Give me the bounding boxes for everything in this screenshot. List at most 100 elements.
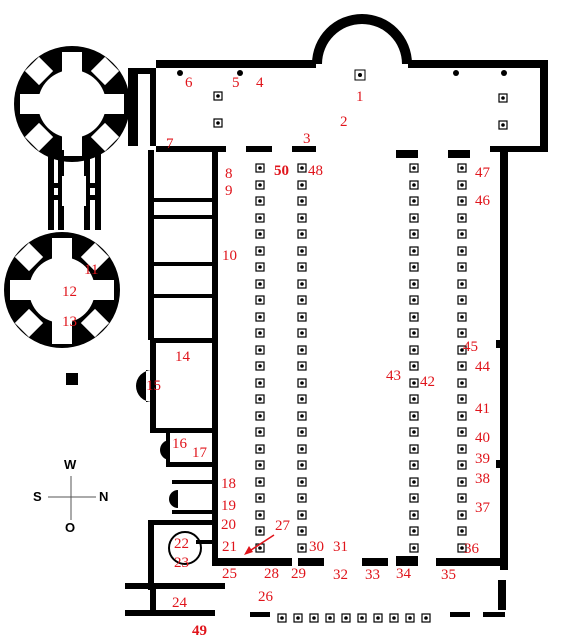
label-18: 18 bbox=[221, 476, 236, 492]
nave-column-core bbox=[258, 463, 262, 467]
nave-column-core bbox=[300, 265, 304, 269]
rotunda-upper bbox=[14, 46, 130, 162]
label-41: 41 bbox=[475, 401, 490, 417]
small-square-block bbox=[66, 373, 78, 385]
nave-column-core bbox=[460, 348, 464, 352]
nave-column-core bbox=[258, 216, 262, 220]
nave-column-core bbox=[412, 546, 416, 550]
nave-column-core bbox=[460, 430, 464, 434]
nave-column-core bbox=[258, 513, 262, 517]
portico-column-core bbox=[408, 616, 412, 620]
nave-column-core bbox=[412, 166, 416, 170]
label-10: 10 bbox=[222, 248, 237, 264]
label-35: 35 bbox=[441, 567, 456, 583]
north-wall bbox=[496, 150, 508, 610]
nave-column-core bbox=[300, 315, 304, 319]
nave-column-core bbox=[412, 414, 416, 418]
nave-column-core bbox=[300, 447, 304, 451]
nave-column-core bbox=[460, 364, 464, 368]
arrow-27-icon bbox=[244, 534, 275, 555]
label-15: 15 bbox=[146, 378, 161, 394]
label-40: 40 bbox=[475, 430, 490, 446]
nave-column-core bbox=[300, 430, 304, 434]
label-27: 27 bbox=[275, 518, 290, 534]
nave-column-core bbox=[300, 463, 304, 467]
nave-column-core bbox=[258, 430, 262, 434]
nave-column-core bbox=[460, 381, 464, 385]
compass-north: N bbox=[99, 489, 109, 504]
nave-column-core bbox=[258, 546, 262, 550]
label-34: 34 bbox=[396, 566, 411, 582]
nave-column-core bbox=[412, 348, 416, 352]
nave-column-core bbox=[460, 496, 464, 500]
label-50: 50 bbox=[274, 163, 289, 179]
nave-column-core bbox=[412, 216, 416, 220]
nave-column-core bbox=[300, 480, 304, 484]
portico-column-core bbox=[312, 616, 316, 620]
baptistery-circle bbox=[168, 531, 202, 565]
nave-column-core bbox=[258, 183, 262, 187]
portico-column-core bbox=[376, 616, 380, 620]
nave-column-core bbox=[300, 331, 304, 335]
nave-column-core bbox=[412, 447, 416, 451]
nave-column-core bbox=[460, 298, 464, 302]
apse bbox=[312, 14, 412, 64]
rotunda-lower bbox=[4, 232, 120, 348]
nave-column-core bbox=[460, 265, 464, 269]
nave-column-core bbox=[258, 447, 262, 451]
label-47: 47 bbox=[475, 165, 490, 181]
nave-column-core bbox=[460, 480, 464, 484]
label-25: 25 bbox=[222, 566, 237, 582]
nave-column-core bbox=[258, 265, 262, 269]
nave-column-core bbox=[258, 414, 262, 418]
compass-east: O bbox=[65, 520, 76, 535]
nave-columns bbox=[213, 91, 508, 623]
nave-column-core bbox=[300, 414, 304, 418]
nave-column-core bbox=[258, 480, 262, 484]
nave-column-core bbox=[258, 348, 262, 352]
side-chapels bbox=[125, 150, 225, 616]
compass-south: S bbox=[33, 489, 42, 504]
nave-column-core bbox=[460, 166, 464, 170]
facade bbox=[212, 556, 505, 617]
nave-column-core bbox=[460, 183, 464, 187]
label-21: 21 bbox=[222, 539, 237, 555]
label-6: 6 bbox=[185, 75, 193, 91]
label-32: 32 bbox=[333, 567, 348, 583]
label-45: 45 bbox=[463, 339, 478, 355]
nave-column-core bbox=[460, 414, 464, 418]
nave-column-core bbox=[412, 480, 416, 484]
nave-column-core bbox=[412, 249, 416, 253]
nave-column-core bbox=[300, 513, 304, 517]
nave-column-core bbox=[412, 463, 416, 467]
nave-column-core bbox=[300, 381, 304, 385]
label-16: 16 bbox=[172, 436, 187, 452]
nave-column-core bbox=[258, 496, 262, 500]
portico-column-core bbox=[392, 616, 396, 620]
label-43: 43 bbox=[386, 368, 401, 384]
nave-column-core bbox=[460, 216, 464, 220]
nave-column-core bbox=[460, 447, 464, 451]
nave-column-core bbox=[300, 183, 304, 187]
label-11: 11 bbox=[84, 262, 99, 278]
label-28: 28 bbox=[264, 566, 279, 582]
nave-column-core bbox=[300, 166, 304, 170]
label-48: 48 bbox=[308, 163, 323, 179]
label-9: 9 bbox=[225, 183, 233, 199]
nave-column-core bbox=[258, 381, 262, 385]
nave-column-core bbox=[258, 166, 262, 170]
nave-column-core bbox=[258, 364, 262, 368]
label-4: 4 bbox=[256, 75, 264, 91]
nave-column-core bbox=[258, 397, 262, 401]
nave-column-core bbox=[412, 315, 416, 319]
rotunda-corridor bbox=[48, 150, 101, 230]
nave-column-core bbox=[460, 513, 464, 517]
nave-column-core bbox=[258, 331, 262, 335]
label-26: 26 bbox=[258, 589, 273, 605]
label-20: 20 bbox=[221, 517, 236, 533]
label-30: 30 bbox=[309, 539, 324, 555]
nave-column-core bbox=[412, 282, 416, 286]
nave-column-core bbox=[412, 430, 416, 434]
nave-column-core bbox=[412, 513, 416, 517]
